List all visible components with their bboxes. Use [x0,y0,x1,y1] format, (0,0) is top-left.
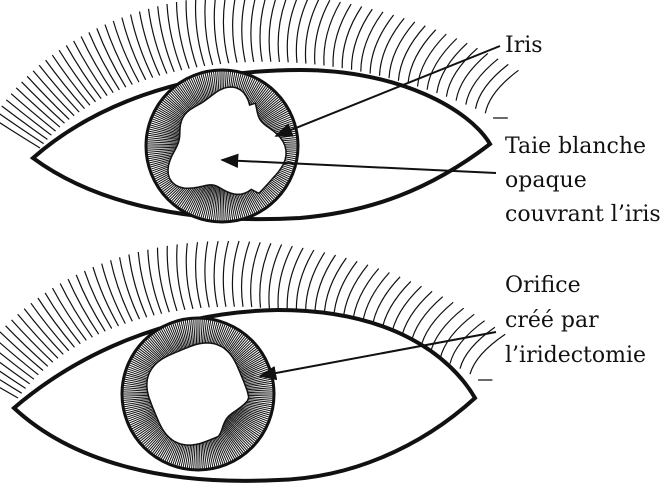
eyelash-stroke [242,0,246,62]
eyelash-stroke [343,265,368,322]
eyelash-stroke [242,242,250,307]
eyelash-stroke [278,0,287,62]
iris-fiber [248,392,273,393]
eyelash-stroke [66,45,101,98]
iris-fiber [196,444,197,469]
eyelash-stroke [269,0,277,62]
label-taie-line1: Taie blanche [505,134,646,159]
eyelash-stroke [233,0,237,63]
eyelash-stroke [6,326,48,367]
eyelash-stroke [408,30,436,84]
eyelash-stroke [12,320,53,362]
label-taie-line3: couvrant l’iris [505,202,661,227]
eyelash-stroke [296,0,308,63]
eyelash-stroke [59,50,95,102]
eyelash-stroke [45,293,80,344]
eyelash-stroke [167,246,177,311]
eyelash-stroke [470,334,505,374]
eyelash-stroke [466,59,498,105]
iris-fiber [224,71,225,88]
eyelash-stroke [140,12,160,76]
iris-fiber [123,395,148,396]
eyelash-stroke [177,2,190,69]
eyelash-stroke [0,332,43,371]
eyelash-stroke [24,309,63,355]
eyelash-stroke [269,245,282,309]
top-eye: Iris Taie blanche opaque couvrant l’iris [0,0,661,227]
eyelash-stroke [446,48,477,96]
label-orifice-line3: l’iridectomie [505,343,646,368]
bottom-iris [122,318,274,470]
eyelash-stroke [430,308,463,354]
iris-fiber [248,395,273,396]
label-orifice-line1: Orifice [505,273,581,298]
eyelash-stroke [138,252,154,315]
eyelash-stroke [370,15,394,74]
eyelash-stroke [214,241,218,307]
iris-fiber [220,71,221,90]
eyelash-stroke [214,0,220,64]
eyelash-stroke [177,244,185,309]
eyelash-stroke [81,37,113,93]
iris-fiber [199,319,200,344]
eyelash-stroke [334,261,358,319]
iris-fiber [196,319,197,344]
eyelash-stroke [0,371,18,398]
eyelash-stroke [401,291,432,341]
eyelash-stroke [38,298,75,347]
eyelash-stroke [456,53,488,100]
eyelash-stroke [278,246,292,309]
eyelash-stroke [74,41,108,96]
eyelash-stroke [205,0,213,65]
eyelash-stroke [361,12,383,72]
label-orifice-line2: créé par [505,308,599,333]
eyelash-stroke [31,303,69,351]
iris-fiber [123,392,148,393]
eyelash-stroke [260,0,267,62]
top-iris [146,70,298,222]
eyelash-stroke [485,70,518,113]
eyelash-stroke [251,0,256,62]
eyelash-stroke [0,119,40,148]
eyelash-stroke [0,338,38,375]
eyelash-stroke [232,241,239,307]
iris-fiber [286,150,297,151]
eyelash-stroke [186,243,193,309]
eyelash-stroke [196,242,201,308]
iris-fiber [199,444,200,469]
eyelash-stroke [53,288,87,340]
eyelash-stroke [437,43,467,93]
eyelash-stroke [196,0,205,66]
eyelash-stroke [18,314,58,358]
eyelash-stroke [411,297,443,345]
eyelash-stroke [0,112,44,143]
bottom-eye: Orifice créé par l’iridectomie [0,241,646,481]
eyelash-stroke [418,34,447,87]
eyelash-stroke [476,64,509,108]
eyelash-stroke [223,241,228,307]
label-taie-line2: opaque [505,168,587,193]
eyelash-stroke [223,0,228,63]
eyelash-stroke [205,242,209,308]
eyelash-stroke [52,55,90,105]
eyelash-stroke [251,242,261,307]
label-iris: Iris [505,33,543,58]
eyelash-stroke [398,26,425,81]
